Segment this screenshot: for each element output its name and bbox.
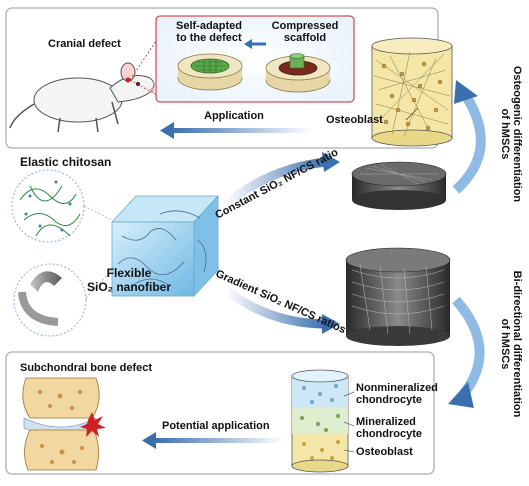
nanofiber-inset — [13, 263, 87, 337]
top-osteoblast-label: Osteoblast — [326, 114, 383, 126]
osteoblast-pointer — [405, 107, 419, 121]
bidirectional-line2: of hMSCs — [499, 318, 511, 370]
osteoblast-scaffold — [371, 37, 453, 147]
osteogenic-line2: of hMSCs — [499, 108, 511, 160]
potential-application-label: Potential application — [162, 420, 270, 432]
flexible-nanofiber-label: Flexible SiO₂ nanofiber — [84, 266, 174, 294]
nonmineralized-line1: Nonmineralized — [356, 382, 438, 394]
application-arrow — [172, 128, 312, 133]
compressed-line1: Compressed — [271, 20, 339, 32]
osteogenic-arrow — [452, 93, 486, 194]
constant-ratio-arrow — [223, 157, 327, 208]
bottom-osteoblast-label: Osteoblast — [356, 446, 413, 458]
sem-gradient-scaffold — [345, 247, 451, 346]
self-adapted-line1: Self-adapted — [175, 20, 242, 32]
compressed-scaffold-disc — [265, 53, 331, 93]
compressed-line2: scaffold — [283, 32, 327, 44]
rat-illustration — [9, 62, 155, 133]
elastic-chitosan-label: Elastic chitosan — [20, 155, 112, 169]
chitosan-network-inset — [11, 169, 85, 243]
bidirectional-line1: Bi-directional differentiation — [511, 270, 523, 418]
compressed-scaffold-label: Compressed scaffold — [262, 20, 348, 44]
joint-illustration — [22, 377, 106, 471]
mineralized-line2: chondrocyte — [356, 428, 423, 440]
flexible-line1: Flexible — [106, 266, 152, 280]
self-adapted-line2: to the defect — [176, 32, 242, 44]
defect-marker — [125, 77, 131, 83]
osteogenic-label: Osteogenic differentiation of hMSCs — [499, 59, 523, 209]
flexible-line2: SiO₂ nanofiber — [86, 280, 171, 294]
callout-line — [129, 25, 167, 81]
nonmineralized-line2: chondrocyte — [356, 394, 423, 406]
callout-line — [129, 79, 167, 101]
sem-constant-scaffold — [351, 161, 447, 210]
self-adapted-disc — [177, 53, 243, 91]
layered-scaffold — [291, 369, 355, 473]
subchondral-label: Subchondral bone defect — [20, 362, 153, 374]
bidirectional-arrow — [452, 296, 485, 400]
bidirectional-label: Bi-directional differentiation of hMSCs — [499, 259, 523, 429]
application-label: Application — [204, 110, 264, 122]
bottom-panel-frame — [5, 351, 435, 475]
gradient-ratio-arrow — [223, 286, 327, 329]
potential-application-arrow — [154, 438, 284, 443]
mineralized-line1: Mineralized — [356, 416, 416, 428]
defect-burst — [80, 412, 106, 437]
cranial-defect-label: Cranial defect — [48, 38, 121, 50]
osteogenic-line1: Osteogenic differentiation — [511, 65, 523, 203]
self-adapted-label: Self-adapted to the defect — [166, 20, 252, 44]
hydrogel-cube — [111, 194, 219, 298]
nonmineralized-label: Nonmineralized chondrocyte — [356, 382, 438, 406]
mineralized-label: Mineralized chondrocyte — [356, 416, 422, 440]
